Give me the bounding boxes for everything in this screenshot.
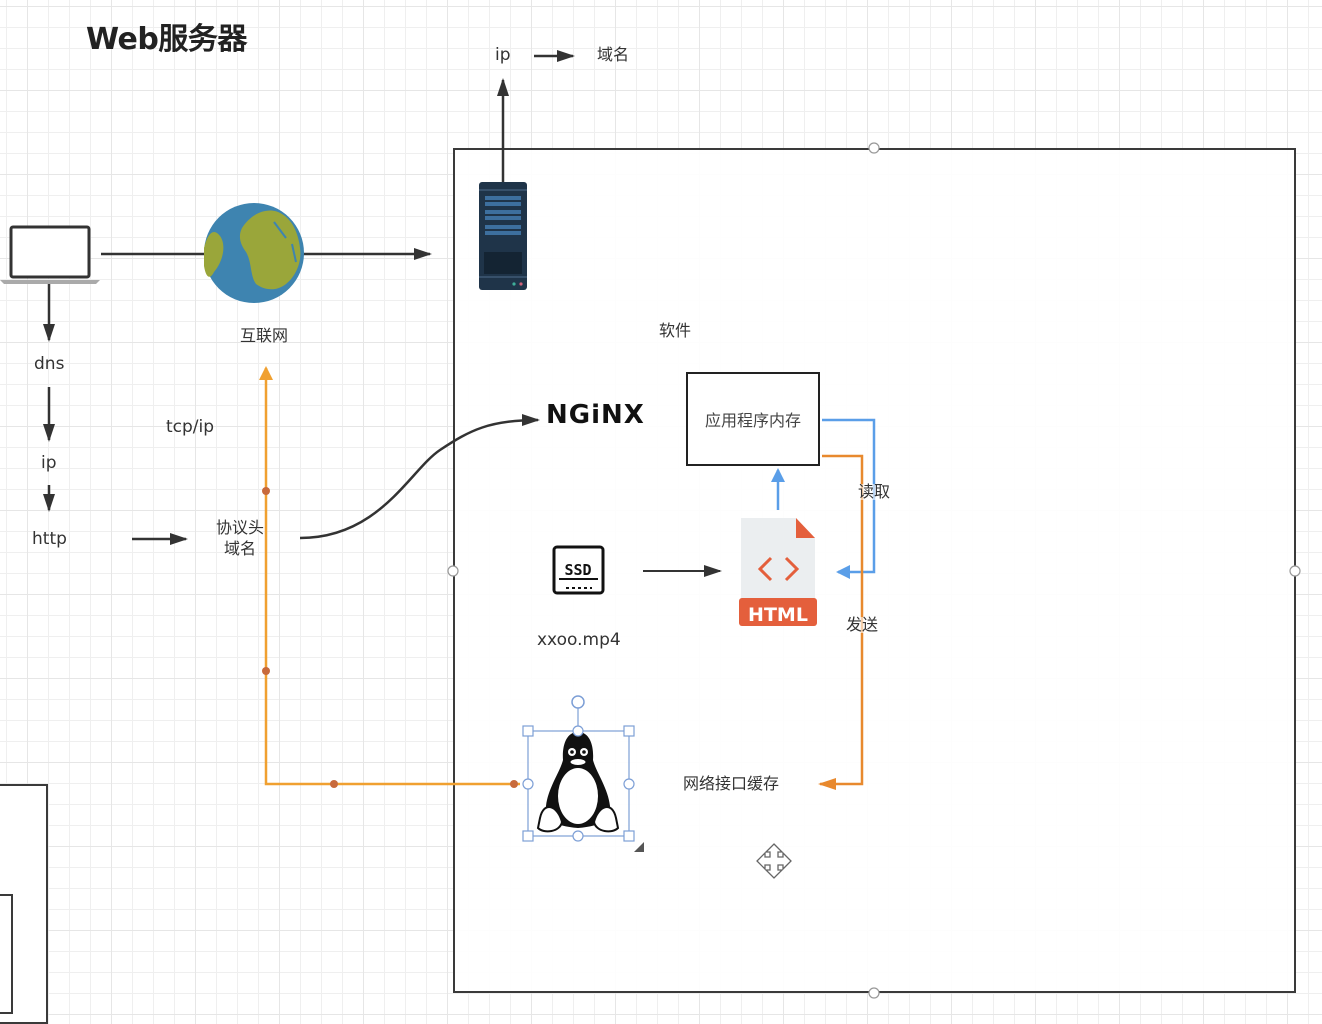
move-cursor-icon — [756, 843, 792, 879]
html-label: HTML — [748, 604, 808, 626]
connection-handle-top[interactable] — [868, 142, 880, 154]
internet-label[interactable]: 互联网 — [240, 326, 289, 345]
connect-handle-n[interactable] — [572, 725, 584, 737]
waypoint[interactable] — [262, 487, 270, 495]
resize-corner-grip[interactable] — [634, 842, 644, 852]
ssd-label: SSD — [564, 561, 591, 579]
file-name-label[interactable]: xxoo.mp4 — [537, 630, 621, 650]
software-label[interactable]: 软件 — [659, 321, 692, 340]
selection-box[interactable] — [522, 695, 644, 852]
ssd-icon[interactable]: SSD — [552, 545, 605, 595]
nginx-logo[interactable]: NGiNX — [546, 400, 645, 430]
globe-icon[interactable] — [204, 203, 304, 303]
resize-handle-sw[interactable] — [522, 830, 534, 842]
diagram-title[interactable]: Web服务器 — [86, 22, 247, 57]
resize-handle-nw[interactable] — [522, 725, 534, 737]
read-label[interactable]: 读取 — [858, 482, 891, 501]
domain-label-left[interactable]: 域名 — [224, 539, 257, 558]
resize-handle-se[interactable] — [623, 830, 635, 842]
waypoint[interactable] — [510, 780, 518, 788]
dns-label[interactable]: dns — [34, 354, 65, 374]
app-memory-box[interactable]: 应用程序内存 — [686, 372, 820, 466]
ip-label-top[interactable]: ip — [495, 45, 511, 65]
http-label[interactable]: http — [32, 529, 67, 549]
ip-label-left[interactable]: ip — [41, 453, 57, 473]
connection-handle-bottom[interactable] — [868, 987, 880, 999]
send-label[interactable]: 发送 — [846, 615, 879, 634]
connect-handle-s[interactable] — [572, 830, 584, 842]
connection-handle-right[interactable] — [1289, 565, 1301, 577]
connector-linux-internet[interactable] — [259, 366, 520, 786]
rotate-handle[interactable] — [571, 695, 585, 709]
html-file-icon[interactable]: HTML — [739, 518, 817, 626]
server-icon[interactable] — [479, 182, 527, 290]
linux-penguin-icon[interactable] — [536, 732, 620, 833]
network-cache-label[interactable]: 网络接口缓存 — [683, 774, 780, 793]
laptop-icon[interactable] — [0, 225, 100, 284]
partial-shape-left[interactable] — [0, 784, 48, 1024]
connect-handle-w[interactable] — [522, 778, 534, 790]
connect-handle-e[interactable] — [623, 778, 635, 790]
tcpip-label[interactable]: tcp/ip — [166, 417, 215, 437]
domain-label-top[interactable]: 域名 — [597, 45, 630, 64]
protocol-header-label[interactable]: 协议头 — [216, 518, 265, 537]
resize-handle-ne[interactable] — [623, 725, 635, 737]
diagram-connectors: SSD HTML — [0, 50, 1301, 999]
waypoint[interactable] — [262, 667, 270, 675]
waypoint[interactable] — [330, 780, 338, 788]
connector-protocol-nginx[interactable] — [299, 414, 540, 540]
connection-handle-left[interactable] — [447, 565, 459, 577]
app-memory-label: 应用程序内存 — [704, 411, 801, 430]
